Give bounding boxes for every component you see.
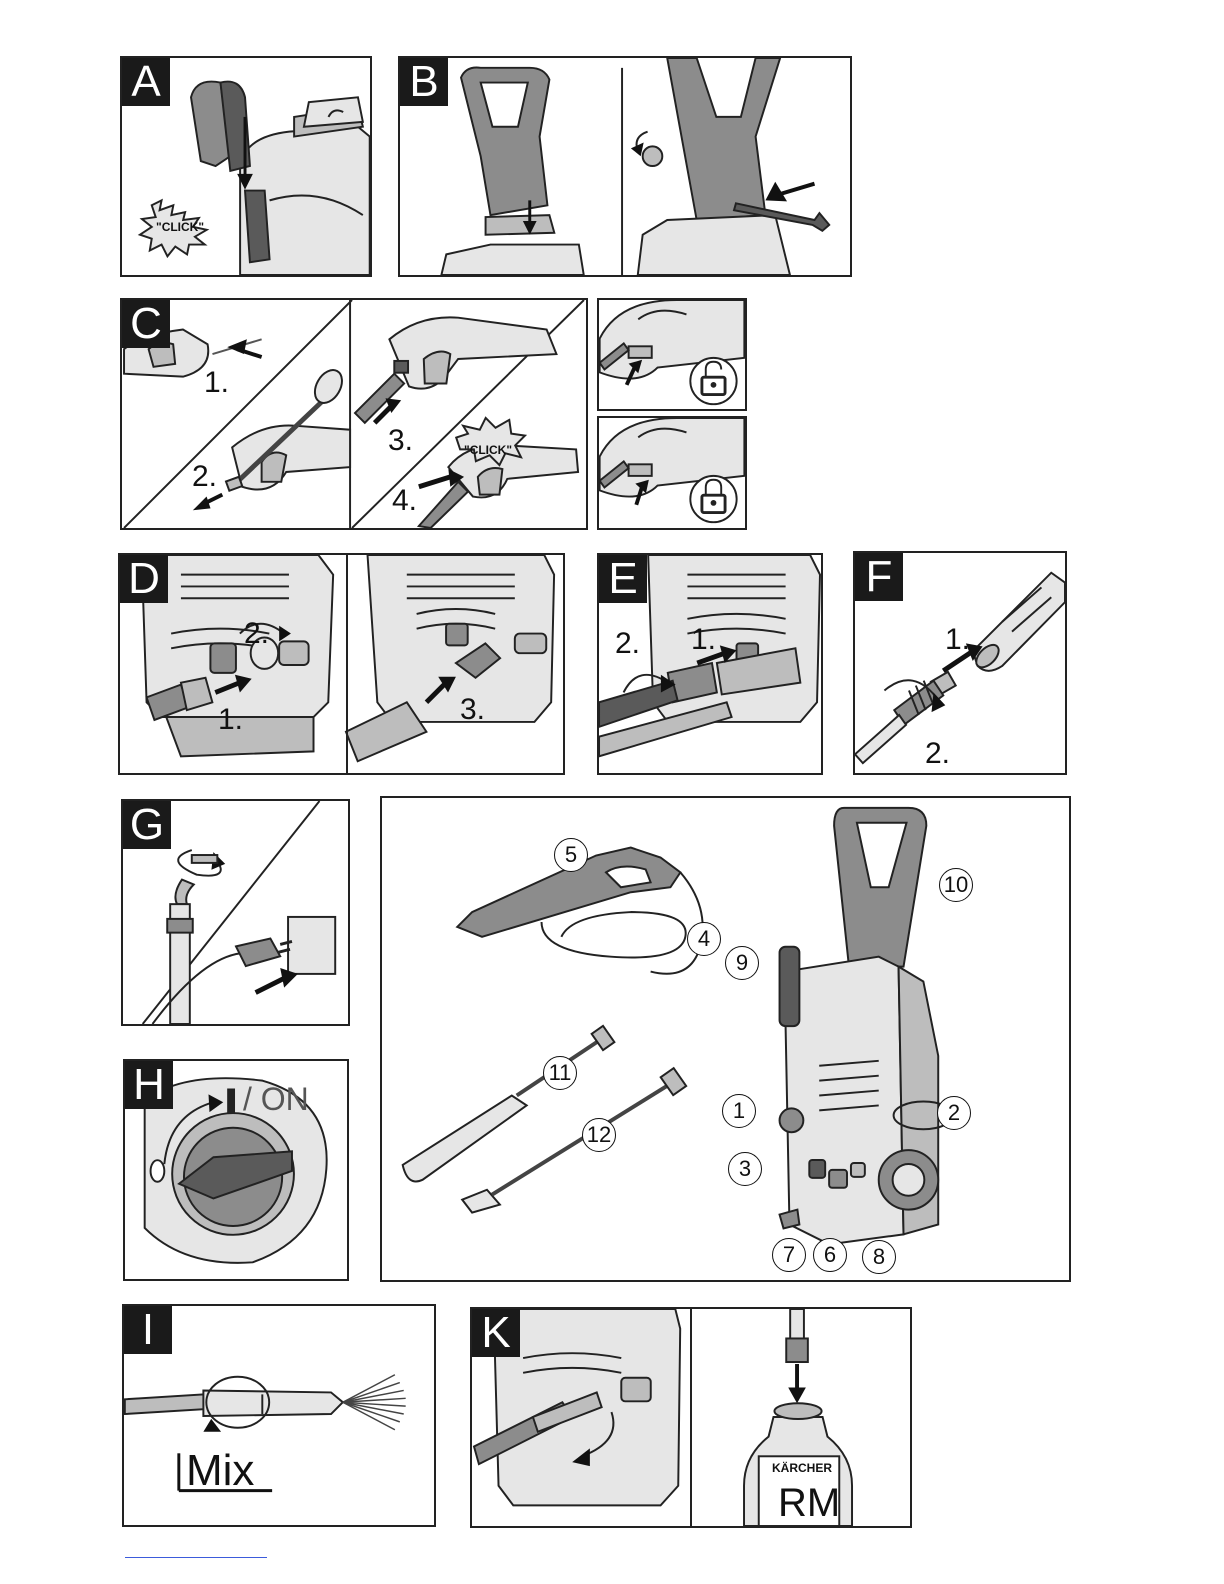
locked-padlock-icon [599,418,745,528]
step-label: 2. [615,627,640,661]
callout-3: 3 [728,1152,762,1186]
panel-d: D 2. 1. 3. [118,553,565,775]
mix-setting-label: Mix [186,1446,254,1496]
callout-4: 4 [687,922,721,956]
panel-f: F 1. 2. [853,551,1067,775]
step-label: 3. [388,424,413,458]
panel-letter-g: G [123,801,171,849]
callout-12: 12 [582,1118,616,1152]
panel-letter-b: B [400,58,448,106]
overview-panel: 1 2 3 4 5 6 7 8 9 10 11 12 [380,796,1071,1282]
panel-h: H / ON [123,1059,349,1281]
click-sound-label: "CLICK" [464,443,512,457]
panel-divider [346,555,348,773]
panel-e: E 2. 1. [597,553,823,775]
step-label: 4. [392,484,417,518]
callout-5: 5 [554,838,588,872]
panel-c: C 1. 2. 3. 4. "CLICK" [120,298,588,530]
illustration-handle-assembly [400,58,850,275]
callout-10: 10 [939,868,973,902]
bottle-product-label: RM [778,1481,840,1526]
callout-7: 7 [772,1238,806,1272]
panel-g: G [121,799,350,1026]
panel-i: I Mix [122,1304,436,1527]
callout-11: 11 [543,1056,577,1090]
panel-letter-d: D [120,555,168,603]
panel-divider [690,1309,692,1526]
panel-c-unlock [597,298,747,411]
panel-letter-a: A [122,58,170,106]
callout-2: 2 [937,1096,971,1130]
panel-k: K KÄRCHER RM [470,1307,912,1528]
panel-letter-i: I [124,1306,172,1354]
panel-a: A "CLICK" [120,56,372,277]
callout-6: 6 [813,1238,847,1272]
illustration-water-inlet-connection [120,555,563,773]
step-label: 2. [192,460,217,494]
step-label: 2. [925,737,950,771]
step-label: 1. [218,703,243,737]
on-position-label: / ON [243,1081,309,1118]
callout-8: 8 [862,1240,896,1274]
panel-letter-k: K [472,1309,520,1357]
unlocked-padlock-icon [599,300,745,409]
step-label: 1. [691,623,716,657]
step-label: 2. [244,617,269,651]
panel-letter-f: F [855,553,903,601]
panel-letter-c: C [122,300,170,348]
callout-9: 9 [725,946,759,980]
callout-1: 1 [722,1094,756,1128]
bottle-brand-label: KÄRCHER [772,1461,832,1475]
step-label: 1. [945,623,970,657]
panel-c-lock [597,416,747,530]
panel-letter-h: H [125,1061,173,1109]
step-label: 1. [204,366,229,400]
footer-link-underline [125,1557,267,1558]
step-label: 3. [460,693,485,727]
click-sound-label: "CLICK" [156,220,204,234]
panel-letter-e: E [599,555,647,603]
panel-b: B [398,56,852,277]
